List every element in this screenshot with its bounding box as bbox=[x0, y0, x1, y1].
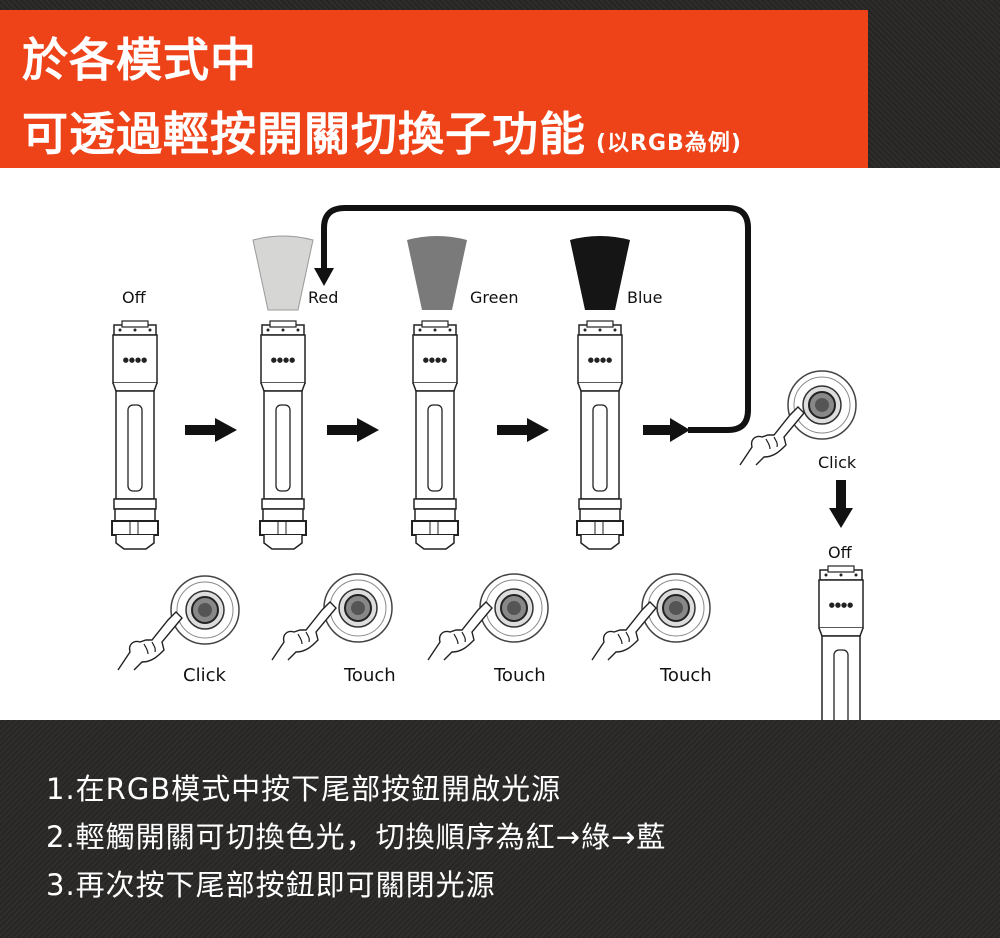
mode-label-green: Green bbox=[470, 288, 519, 307]
flashlight-red bbox=[259, 320, 307, 550]
mode-label-off: Off bbox=[122, 288, 146, 307]
arrow-right-icon bbox=[185, 418, 690, 442]
mode-label-off-final: Off bbox=[828, 543, 852, 562]
action-label: Touch bbox=[660, 665, 712, 686]
loop-arrow bbox=[321, 205, 751, 433]
instructions-panel: 1.在RGB模式中按下尾部按鈕開啟光源 2.輕觸開關可切換色光，切換順序為紅→綠… bbox=[0, 720, 1000, 938]
mode-label-red: Red bbox=[308, 288, 339, 307]
blue-beam bbox=[570, 236, 630, 310]
flashlight-off bbox=[111, 320, 159, 550]
arrow-down-icon bbox=[829, 480, 853, 528]
instruction-2: 2.輕觸開關可切換色光，切換順序為紅→綠→藍 bbox=[46, 820, 667, 854]
flashlight-blue bbox=[576, 320, 624, 550]
title-line-2-text: 可透過輕按開關切換子功能 bbox=[22, 107, 586, 161]
action-label: Touch bbox=[494, 665, 546, 686]
title-banner: 於各模式中 可透過輕按開關切換子功能 (以RGB為例) bbox=[0, 10, 868, 168]
red-beam bbox=[252, 235, 314, 311]
instruction-3: 3.再次按下尾部按鈕即可關閉光源 bbox=[46, 868, 496, 902]
action-label: Click bbox=[818, 453, 857, 472]
loop-arrow-head bbox=[314, 268, 334, 286]
action-label: Click bbox=[183, 665, 226, 686]
title-line-1: 於各模式中 bbox=[22, 33, 257, 87]
action-label: Touch bbox=[344, 665, 396, 686]
instruction-1: 1.在RGB模式中按下尾部按鈕開啟光源 bbox=[46, 772, 562, 806]
flashlight-green bbox=[411, 320, 459, 550]
title-line-2: 可透過輕按開關切換子功能 (以RGB為例) bbox=[22, 98, 742, 164]
green-beam bbox=[407, 236, 467, 310]
mode-label-blue: Blue bbox=[627, 288, 663, 307]
title-note: (以RGB為例) bbox=[596, 131, 742, 156]
